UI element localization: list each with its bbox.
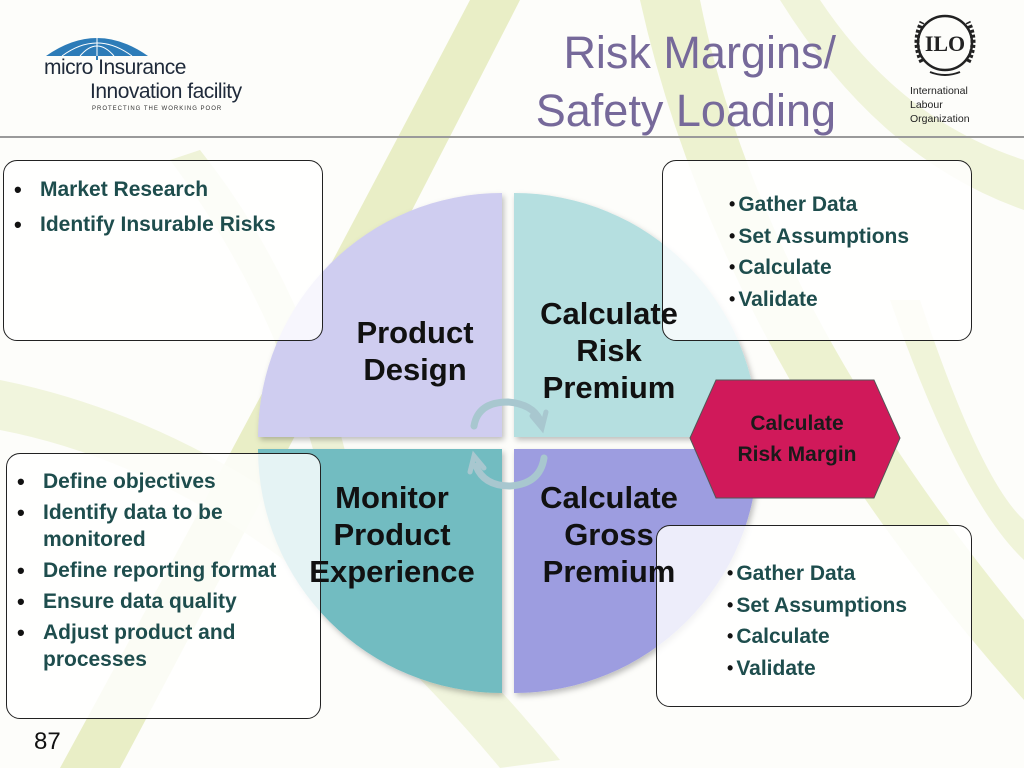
title-line-2: Safety Loading (535, 85, 836, 136)
bullet-list: Define objectives Identify data to be mo… (7, 468, 320, 673)
logo-tagline: PROTECTING THE WORKING POOR (92, 106, 223, 112)
ilo-text: International Labour Organization (910, 84, 970, 126)
label-risk-premium-line-2: Risk (576, 333, 642, 368)
label-risk-premium-line-1: Calculate (540, 296, 678, 331)
list-item: Gather Data (729, 189, 971, 221)
list-item: Define reporting format (7, 557, 320, 584)
ilo-emblem-icon: ILO (914, 14, 976, 76)
ilo-text-line-1: International (910, 85, 968, 97)
list-item: Gather Data (727, 558, 971, 590)
quadrant-calculate-gross-premium (514, 449, 758, 693)
list-item: Validate (729, 284, 971, 316)
risk-margin-hexagon (689, 379, 901, 499)
microinsurance-logo: micro Insurance Innovation facility PROT… (38, 26, 278, 112)
list-item: Define objectives (7, 468, 320, 495)
box-gross-premium-steps: Gather Data Set Assumptions Calculate Va… (656, 525, 972, 707)
logo-line-2: Innovation facility (90, 80, 242, 103)
box-product-design-steps: Market Research Identify Insurable Risks (3, 160, 323, 341)
label-calculate-gross-premium: Calculate Gross Premium (518, 479, 700, 590)
label-product-design: Product Design (330, 314, 500, 388)
cycle-arrows-icon (467, 398, 549, 490)
risk-margin-label-line-2: Risk Margin (737, 443, 857, 466)
label-calculate-risk-premium: Calculate Risk Premium (518, 295, 700, 406)
label-gross-premium-line-1: Calculate (540, 480, 678, 515)
list-item: Identify data to be monitored (7, 499, 320, 553)
risk-margin-label: Calculate Risk Margin (692, 408, 902, 470)
bullet-list: Gather Data Set Assumptions Calculate Va… (729, 189, 971, 315)
label-product-design-line-1: Product (356, 315, 474, 350)
ilo-logo: ILO International Labour Organization (904, 12, 990, 130)
label-monitor-product-experience: Monitor Product Experience (292, 479, 492, 590)
label-gross-premium-line-2: Gross (564, 517, 654, 552)
label-monitor-line-2: Product (333, 517, 451, 552)
list-item: Ensure data quality (7, 588, 320, 615)
label-risk-premium-line-3: Premium (542, 370, 676, 405)
label-product-design-line-2: Design (363, 352, 467, 387)
list-item: Calculate (727, 621, 971, 653)
label-monitor-line-3: Experience (309, 554, 475, 589)
list-item: Set Assumptions (727, 590, 971, 622)
title-line-1: Risk Margins/ (563, 27, 836, 78)
box-monitor-steps: Define objectives Identify data to be mo… (6, 453, 321, 719)
box-risk-premium-steps: Gather Data Set Assumptions Calculate Va… (662, 160, 972, 341)
umbrella-icon (46, 32, 148, 60)
label-gross-premium-line-3: Premium (542, 554, 676, 589)
list-item: Identify Insurable Risks (4, 211, 322, 238)
list-item: Set Assumptions (729, 221, 971, 253)
list-item: Calculate (729, 252, 971, 284)
label-monitor-line-1: Monitor (335, 480, 449, 515)
bullet-list: Gather Data Set Assumptions Calculate Va… (727, 558, 971, 684)
slide-title: Risk Margins/ Safety Loading (536, 24, 836, 140)
ilo-text-line-3: Organization (910, 113, 970, 125)
page-number: 87 (34, 728, 61, 755)
quadrant-calculate-risk-premium (514, 193, 758, 437)
list-item: Market Research (4, 176, 322, 203)
bullet-list: Market Research Identify Insurable Risks (4, 176, 322, 238)
quadrant-product-design (258, 193, 502, 437)
list-item: Adjust product and processes (7, 619, 320, 673)
list-item: Validate (727, 653, 971, 685)
ilo-text-line-2: Labour (910, 99, 943, 111)
svg-text:ILO: ILO (925, 31, 965, 56)
logo-line-1: micro Insurance (44, 56, 186, 79)
risk-margin-label-line-1: Calculate (750, 412, 844, 435)
header-divider (0, 136, 1024, 138)
